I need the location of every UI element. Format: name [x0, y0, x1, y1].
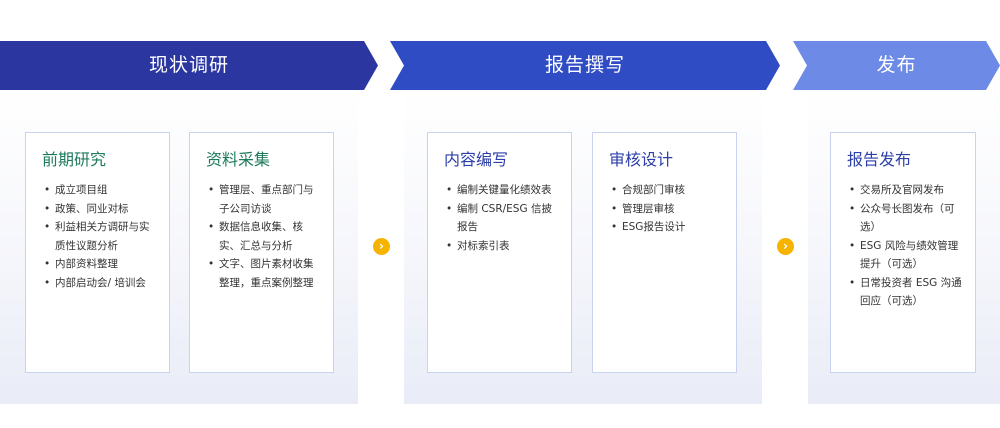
list-item: 内部资料整理	[42, 255, 157, 274]
card-list: 成立项目组 政策、同业对标 利益相关方调研与实质性议题分析 内部资料整理 内部启…	[42, 181, 157, 292]
card-preliminary-research: 前期研究 成立项目组 政策、同业对标 利益相关方调研与实质性议题分析 内部资料整…	[25, 132, 170, 373]
card-review-design: 审核设计 合规部门审核 管理层审核 ESG报告设计	[592, 132, 737, 373]
card-data-collection: 资料采集 管理层、重点部门与子公司访谈 数据信息收集、核实、汇总与分析 文字、图…	[189, 132, 334, 373]
list-item: 编制关键量化绩效表	[444, 181, 559, 200]
phase-bar-publish: 发布	[793, 41, 1000, 90]
phase-bar-writing-shape	[390, 41, 780, 90]
card-list: 合规部门审核 管理层审核 ESG报告设计	[609, 181, 724, 237]
card-title: 内容编写	[444, 150, 509, 169]
card-list: 交易所及官网发布 公众号长图发布（可选） ESG 风险与绩效管理提升（可选） 日…	[847, 181, 963, 311]
phase-bar-research: 现状调研	[0, 41, 378, 90]
chevron-right-circle-icon: ›	[373, 238, 390, 255]
list-item: ESG报告设计	[609, 218, 724, 237]
card-title: 资料采集	[206, 150, 271, 169]
list-item: 日常投资者 ESG 沟通回应（可选）	[847, 274, 963, 311]
card-title: 审核设计	[609, 150, 674, 169]
list-item: 政策、同业对标	[42, 200, 157, 219]
list-item: 文字、图片素材收集整理，重点案例整理	[206, 255, 321, 292]
phase-title-publish: 发布	[876, 54, 917, 76]
chevron-right-circle-icon: ›	[777, 238, 794, 255]
list-item: 成立项目组	[42, 181, 157, 200]
list-item: 交易所及官网发布	[847, 181, 963, 200]
phase-title-writing: 报告撰写	[544, 54, 625, 76]
list-item: 对标索引表	[444, 237, 559, 256]
list-item: 公众号长图发布（可选）	[847, 200, 963, 237]
card-list: 管理层、重点部门与子公司访谈 数据信息收集、核实、汇总与分析 文字、图片素材收集…	[206, 181, 321, 292]
list-item: 利益相关方调研与实质性议题分析	[42, 218, 157, 255]
phase-bar-research-shape	[0, 41, 378, 90]
list-item: 编制 CSR/ESG 信披报告	[444, 200, 559, 237]
phase-bar-publish-shape	[793, 41, 1000, 90]
list-item: 内部启动会/ 培训会	[42, 274, 157, 293]
card-title: 报告发布	[847, 150, 912, 169]
card-report-release: 报告发布 交易所及官网发布 公众号长图发布（可选） ESG 风险与绩效管理提升（…	[830, 132, 976, 373]
list-item: 管理层审核	[609, 200, 724, 219]
list-item: ESG 风险与绩效管理提升（可选）	[847, 237, 963, 274]
phase-bar-writing: 报告撰写	[390, 41, 780, 90]
card-title: 前期研究	[42, 150, 107, 169]
card-list: 编制关键量化绩效表 编制 CSR/ESG 信披报告 对标索引表	[444, 181, 559, 255]
list-item: 管理层、重点部门与子公司访谈	[206, 181, 321, 218]
list-item: 合规部门审核	[609, 181, 724, 200]
card-content-writing: 内容编写 编制关键量化绩效表 编制 CSR/ESG 信披报告 对标索引表	[427, 132, 572, 373]
phase-title-research: 现状调研	[148, 54, 229, 76]
list-item: 数据信息收集、核实、汇总与分析	[206, 218, 321, 255]
